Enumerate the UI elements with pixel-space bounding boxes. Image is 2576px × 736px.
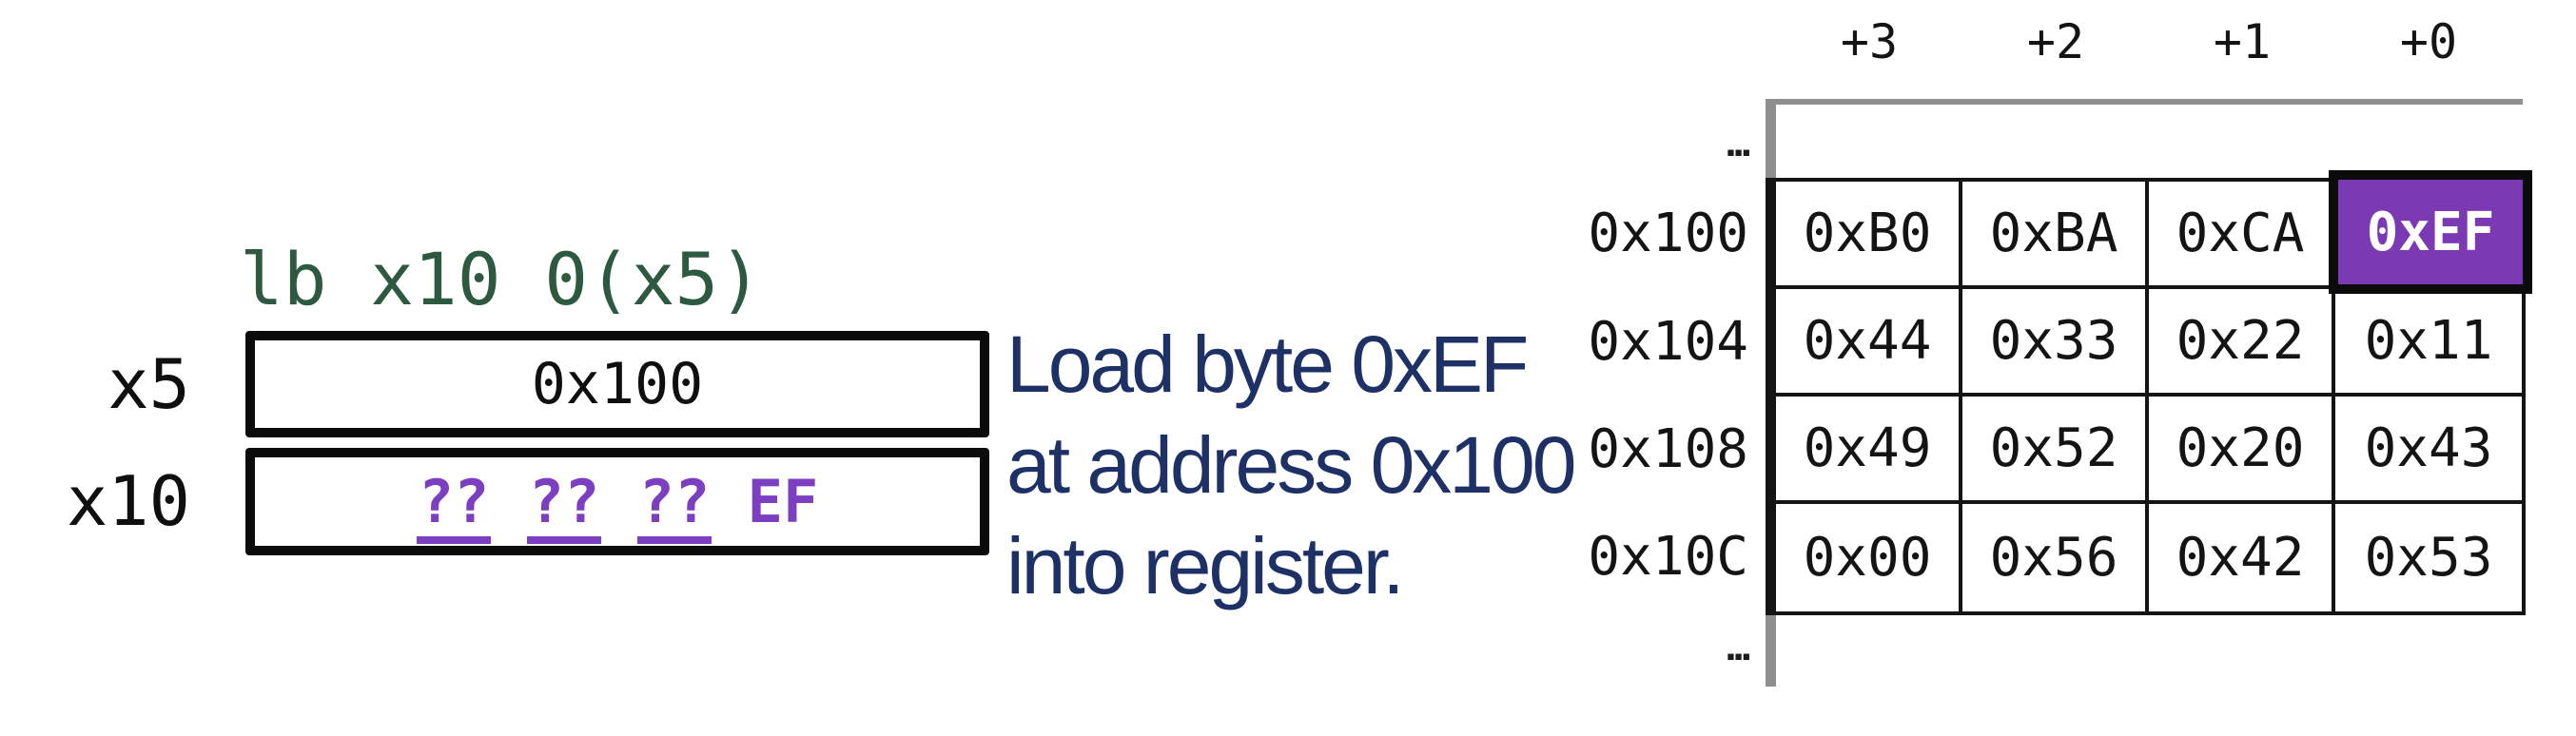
memory-cell: 0x56 [1962,504,2149,611]
byte-offset-header-plus1: +1 [2213,14,2272,69]
memory-ellipsis-top: ... [1725,119,1752,165]
highlighted-memory-cell-0xEF: 0xEF [2329,170,2532,294]
unknown-byte-3: ?? [416,467,492,544]
caption-text: Load byte 0xEF at address 0x100 into reg… [1006,314,1576,616]
memory-cell: 0x33 [1962,289,2149,397]
address-label-0x100: 0x100 [1588,202,1748,264]
caption-line-1: Load byte 0xEF [1006,320,1529,409]
register-box-x5: 0x100 [245,331,989,437]
memory-cell: 0x53 [2364,527,2493,589]
caption-line-3: into register. [1006,521,1405,610]
memory-cell: 0x42 [2149,504,2335,611]
byte-offset-header-plus2: +2 [2026,14,2085,69]
memory-cell: 0xCA [2149,182,2335,289]
byte-offset-header-plus3: +3 [1840,14,1899,69]
byte-offset-header-plus0: +0 [2399,14,2458,69]
unknown-byte-2: ?? [526,467,602,544]
memory-cell: 0x43 [2335,397,2522,504]
memory-cell: 0x20 [2149,397,2335,504]
memory-cell: 0x44 [1776,289,1962,397]
caption-line-2: at address 0x100 [1006,420,1576,510]
memory-cell: 0x00 [1776,504,1962,611]
register-x5-value: 0x100 [531,351,704,417]
unknown-byte-1: ?? [636,467,712,544]
memory-cell: 0x11 [2335,289,2522,397]
loaded-byte: EF [747,467,819,536]
memory-cell: 0x49 [1776,397,1962,504]
register-box-x10: ?? ?? ?? EF [245,448,989,555]
memory-ellipsis-bottom: ... [1725,623,1752,669]
register-label-x10: x10 [66,461,190,541]
memory-cell: 0x52 [1962,397,2149,504]
memory-cell: 0xBA [1962,182,2149,289]
address-label-0x10C: 0x10C [1588,525,1748,588]
assembly-instruction: lb x10 0(x5) [240,237,763,321]
memory-cell: 0xB0 [1776,182,1962,289]
address-label-0x108: 0x108 [1588,417,1748,480]
register-x10-value: ?? ?? ?? EF [416,467,819,544]
memory-axis-horizontal-line [1766,99,2523,105]
register-label-x5: x5 [107,344,190,424]
byte-offset-header-row: +3 +2 +1 +0 [1776,13,2522,70]
memory-cell: 0x22 [2149,289,2335,397]
address-label-0x104: 0x104 [1588,310,1748,373]
